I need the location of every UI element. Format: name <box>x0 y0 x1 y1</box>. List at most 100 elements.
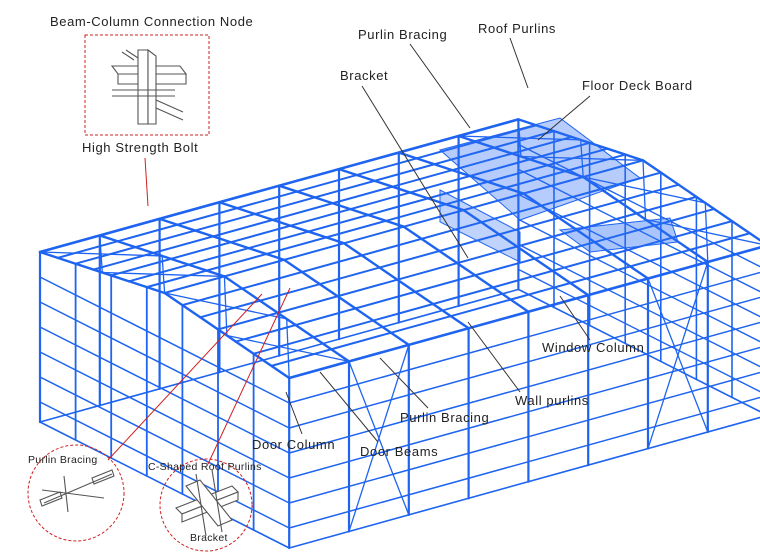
steel-member <box>517 143 760 268</box>
steel-member <box>730 219 751 235</box>
steel-member <box>373 179 394 188</box>
steel-member <box>360 254 381 269</box>
steel-member <box>348 344 410 533</box>
steel-member <box>235 206 257 216</box>
bracket-label: Bracket <box>340 68 388 83</box>
steel-member <box>449 314 470 330</box>
purlin-bracing-top-leader <box>409 43 471 129</box>
steel-member <box>234 207 716 343</box>
steel-member <box>642 159 647 221</box>
steel-member <box>163 159 644 294</box>
floor-deck-board-label: Floor Deck Board <box>582 78 693 93</box>
steel-member <box>176 223 197 232</box>
steel-member <box>158 217 179 226</box>
steel-member <box>270 364 291 380</box>
steel-member <box>199 183 680 319</box>
steel-member <box>288 296 760 429</box>
steel-member <box>288 396 760 529</box>
steel-member <box>641 159 662 174</box>
steel-member <box>39 301 290 429</box>
steel-member <box>74 262 95 271</box>
steel-member <box>535 124 556 133</box>
door-column-leader <box>285 391 303 435</box>
steel-member <box>414 290 435 306</box>
steel-member <box>580 139 584 178</box>
steel-member <box>456 261 477 277</box>
steel-member <box>378 266 399 281</box>
steel-member <box>39 326 290 454</box>
steel-member <box>271 218 292 227</box>
steel-member <box>606 147 627 156</box>
steel-frame <box>38 117 760 550</box>
steel-member <box>588 141 609 150</box>
steel-member <box>325 236 346 245</box>
steel-member <box>391 185 412 194</box>
steel-member <box>39 276 290 404</box>
steel-member <box>163 291 184 307</box>
steel-member <box>599 187 620 203</box>
steel-member <box>330 348 351 363</box>
steel-member <box>557 216 578 232</box>
steel-member <box>307 230 328 239</box>
wall-purlins-label: Wall purlins <box>515 393 589 408</box>
steel-member <box>415 157 436 166</box>
steel-member <box>288 371 760 504</box>
steel-member <box>653 224 674 239</box>
steel-member <box>38 118 520 254</box>
steel-member <box>39 421 291 549</box>
steel-member <box>349 207 370 217</box>
steel-member <box>517 118 522 158</box>
steel-member <box>389 331 410 347</box>
window-column-label: Window Column <box>542 340 644 355</box>
steel-member <box>367 213 388 223</box>
steel-member <box>128 147 609 283</box>
c-shaped-callout-line <box>207 287 291 465</box>
steel-member <box>99 234 103 274</box>
steel-member <box>473 274 494 289</box>
beam-column-sketch <box>110 48 188 125</box>
steel-member <box>517 268 760 393</box>
steel-member <box>288 321 760 454</box>
steel-member <box>659 171 680 186</box>
purlin-bracing-detail: Purlin Bracing <box>27 444 125 542</box>
steel-member <box>677 183 698 199</box>
frame-members <box>38 118 760 550</box>
detail-box <box>84 34 210 136</box>
steel-member <box>468 174 489 184</box>
purlin-bracing-sketch <box>39 469 115 513</box>
steel-member <box>218 201 239 210</box>
steel-member <box>287 246 760 380</box>
high-strength-bolt-label: High Strength Bolt <box>82 140 198 155</box>
steel-member <box>504 186 525 195</box>
purlin-bracing-detail-circle <box>27 444 125 542</box>
detail-c-shaped-label: C-Shaped Roof Purlins <box>148 461 262 473</box>
steel-member <box>480 221 501 236</box>
steel-member <box>671 236 692 252</box>
steel-member <box>420 237 441 253</box>
steel-member <box>127 280 149 289</box>
steel-member <box>300 270 321 286</box>
floor-deck <box>438 117 679 263</box>
steel-member <box>223 275 228 337</box>
detail-bracket-label: Bracket <box>190 532 228 544</box>
steel-member <box>517 243 760 368</box>
steel-member <box>396 278 417 294</box>
steel-member <box>134 245 155 255</box>
steel-member <box>354 307 375 322</box>
steel-member <box>688 248 709 264</box>
steel-member <box>647 261 709 450</box>
steel-member <box>593 240 614 256</box>
steel-member <box>193 229 215 238</box>
steel-member <box>498 233 519 248</box>
steel-member <box>39 376 290 504</box>
steel-member <box>247 246 268 256</box>
steel-member <box>278 184 299 193</box>
steel-member <box>270 232 751 367</box>
steel-member <box>234 340 255 355</box>
purlin-bracing-mid-label: Purlin Bracing <box>400 410 489 425</box>
purlin-bracing-top-label: Purlin Bracing <box>358 27 447 42</box>
steel-member <box>493 146 514 155</box>
bolt-callout-line <box>144 157 149 207</box>
steel-member <box>355 173 376 183</box>
